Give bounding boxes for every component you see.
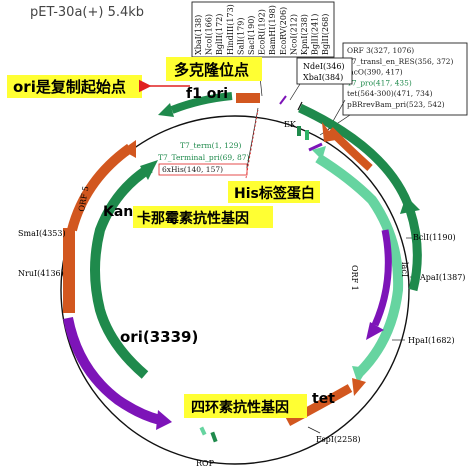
laci-label: lacI bbox=[400, 262, 409, 277]
mcs-site-box: XbaI(138)NcoI(166)BglII(172)HindIII(173)… bbox=[191, 1, 335, 58]
his-callout: His标签蛋白 bbox=[228, 181, 320, 203]
mcs-callout: 多克隆位点 bbox=[166, 57, 262, 81]
kan-head bbox=[140, 160, 158, 180]
mcs-site-label: BglII(241) bbox=[311, 14, 320, 55]
laci-tail bbox=[312, 146, 326, 160]
orf3-arc bbox=[327, 127, 373, 171]
his-leader bbox=[245, 109, 259, 179]
nrui-site-label: NruI(4136) bbox=[18, 269, 64, 278]
ori-copy-text: ori是复制起始点 bbox=[13, 78, 126, 96]
feature-list-item: tet(564-300)(471, 734) bbox=[347, 89, 433, 98]
feature-list-item: pBRrevBam_pri(523, 542) bbox=[347, 100, 445, 109]
feature-list-item: T7_transl_en_RES(356, 372) bbox=[347, 57, 453, 66]
rop-bar bbox=[210, 431, 218, 443]
kan-arc bbox=[90, 163, 153, 379]
rop-small-bar bbox=[199, 426, 207, 436]
lacO-bar bbox=[297, 126, 301, 136]
mcs-site-label: XbaI(138) bbox=[194, 15, 203, 55]
his-text: His标签蛋白 bbox=[234, 185, 315, 202]
fspi-site-label: FspI(2258) bbox=[316, 435, 361, 444]
mcs-site-label: SacI(190) bbox=[247, 16, 256, 55]
mcs-text: 多克隆位点 bbox=[174, 61, 249, 79]
ori-arc bbox=[63, 317, 162, 425]
ek-label: EK bbox=[284, 120, 297, 129]
mcs-site-label: NcoI(166) bbox=[205, 14, 214, 55]
laci-arc bbox=[315, 153, 404, 376]
his-tag-label: 6xHis(140, 157) bbox=[162, 165, 223, 174]
apai-site-label: ApaI(1387) bbox=[419, 273, 465, 282]
ori3339-text: ori(3339) bbox=[120, 328, 198, 346]
t7-terminator-block bbox=[236, 93, 260, 103]
his-tag-box bbox=[158, 163, 248, 176]
t7-terminal-pri-label: T7_Terminal_pri(69, 87) bbox=[158, 153, 249, 162]
tick-1 bbox=[297, 101, 303, 111]
f1-ori-head bbox=[158, 103, 174, 117]
feature-list-box: ORF 3(327, 1076) T7_transl_en_RES(356, 37… bbox=[342, 42, 468, 116]
feature-list-item: T7_pro(417, 435) bbox=[347, 78, 412, 87]
mcs-site-label: KpnI(238) bbox=[300, 14, 309, 55]
orf1-label: ORF 1 bbox=[350, 265, 359, 291]
kan-text: 卡那霉素抗性基因 bbox=[137, 210, 249, 227]
mcs-site-label: HindIII(173) bbox=[226, 4, 235, 55]
ndei-xbai-box: NdeI(346) XbaI(384) bbox=[296, 57, 353, 85]
smai-site-label: SmaI(4353) bbox=[18, 229, 66, 238]
mcs-site-label: EcoRI(192) bbox=[258, 9, 267, 55]
hpai-site-label: HpaI(1682) bbox=[408, 336, 455, 345]
backbone-circle bbox=[60, 115, 410, 465]
feature-list-item: lacO(390, 417) bbox=[347, 68, 403, 77]
left-feature-list: T7_term(1, 129) T7_Terminal_pri(69, 87) … bbox=[158, 141, 249, 176]
orf5-head bbox=[122, 140, 136, 158]
mcs-site-label: BglII(172) bbox=[215, 14, 224, 55]
plasmid-title: pET-30a(+) 5.4kb bbox=[30, 5, 144, 20]
orf5-label: ORF 5 bbox=[77, 185, 90, 212]
tet-arc bbox=[285, 384, 353, 426]
laci-head bbox=[352, 366, 368, 384]
tet-cn-text: 四环素抗性基因 bbox=[191, 399, 289, 416]
f1-ori-text: f1 ori bbox=[186, 86, 228, 102]
ori-copy-callout: ori是复制起始点 bbox=[7, 75, 142, 98]
ori-head bbox=[156, 410, 172, 430]
mcs-site-label: BamHI(198) bbox=[268, 5, 277, 55]
kan-callout: 卡那霉素抗性基因 bbox=[133, 206, 273, 228]
rbs-bar bbox=[308, 142, 323, 152]
orf1-head bbox=[400, 196, 420, 214]
orf3-head bbox=[322, 122, 336, 142]
f1-ori-arc bbox=[170, 92, 233, 114]
tet-callout: 四环素抗性基因 bbox=[184, 394, 307, 418]
rop-label: ROP bbox=[196, 459, 215, 468]
kan-prefix-text: Kan bbox=[103, 204, 133, 220]
tet-head bbox=[352, 378, 366, 396]
right-purple-head bbox=[366, 322, 384, 340]
right-purple-arc bbox=[371, 229, 392, 327]
mcs-site-label: EcoRV(206) bbox=[279, 7, 288, 55]
orf5-arc bbox=[67, 143, 133, 232]
orf5-block bbox=[63, 228, 75, 313]
t7-pro-bar bbox=[305, 130, 309, 140]
feature-list-item: ORF 3(327, 1076) bbox=[347, 46, 414, 55]
mcs-site-label: SalI(179) bbox=[236, 18, 245, 55]
t7-term-label: T7_term(1, 129) bbox=[180, 141, 241, 150]
bcli-site-label: BclI(1190) bbox=[413, 233, 456, 242]
mcs-site-label: NcoI(212) bbox=[289, 14, 298, 55]
ndei-site-label: NdeI(346) bbox=[303, 62, 345, 71]
ek-tick bbox=[279, 95, 287, 105]
xbai-site-label: XbaI(384) bbox=[303, 73, 343, 82]
mcs-site-label: BglII(268) bbox=[321, 14, 330, 55]
tet-text: tet bbox=[312, 391, 335, 407]
